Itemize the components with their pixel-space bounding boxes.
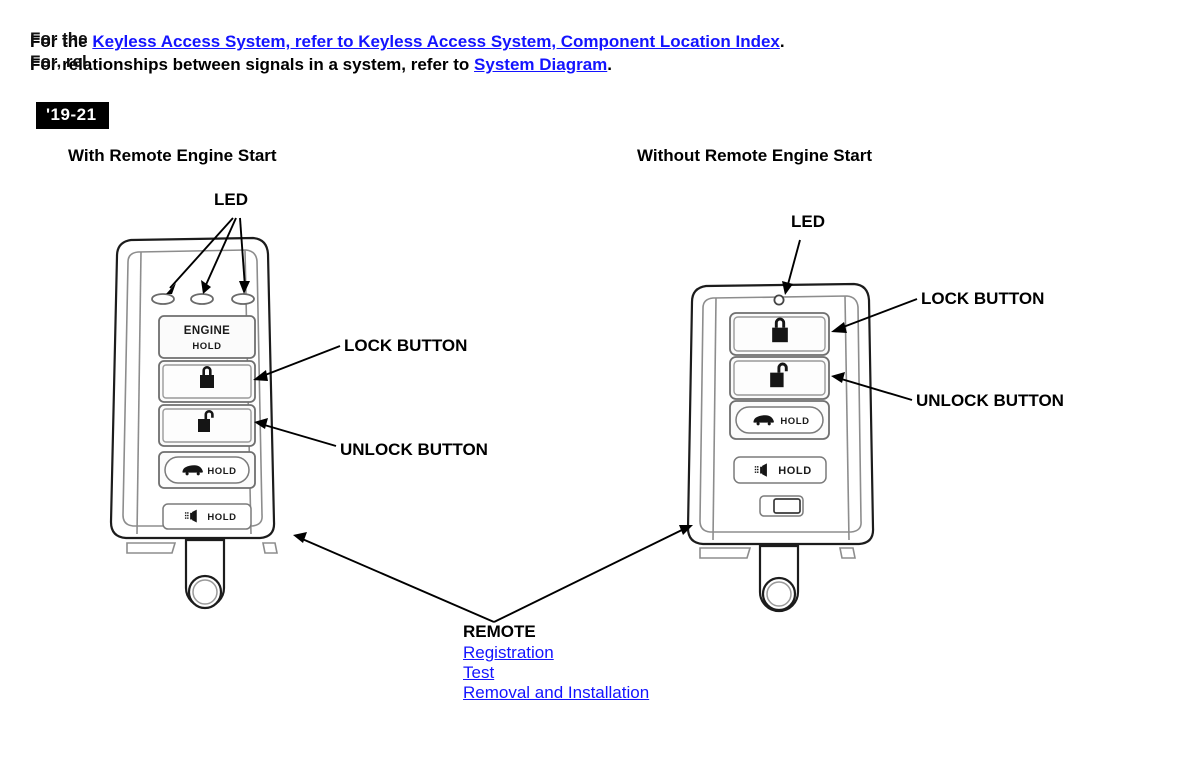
release-slider-icon xyxy=(773,498,801,514)
tailgate-button-label: HOLD xyxy=(207,466,236,477)
note-1-lead: For the xyxy=(30,32,88,51)
reference-notes: For the For the Keyless Access System, r… xyxy=(30,29,1160,76)
leader-lock-right xyxy=(831,298,918,333)
engine-button-label-line1: ENGINE xyxy=(184,325,231,337)
callout-led-left: LED xyxy=(214,190,248,209)
tailgate-button-right[interactable]: HOLD xyxy=(729,400,830,440)
callout-led-right: LED xyxy=(791,212,825,231)
fob-foot-right-2 xyxy=(839,547,856,559)
fob-foot-right-1 xyxy=(699,547,752,559)
fob-bevel-left xyxy=(122,249,263,527)
engine-button-label-line2: HOLD xyxy=(192,341,221,352)
tailgate-button-left[interactable]: HOLD xyxy=(158,451,256,489)
led-indicator-right xyxy=(773,294,785,306)
fob-seam-right-1 xyxy=(712,297,717,541)
panic-button-right[interactable]: HOLD xyxy=(733,456,827,484)
callout-unlock-left: UNLOCK BUTTON xyxy=(340,440,488,459)
lock-button-left[interactable] xyxy=(158,360,256,403)
led-indicators-left xyxy=(151,293,255,305)
note-1-period: . xyxy=(779,32,785,51)
fob-bevel-right xyxy=(699,295,862,533)
remote-link-block: REMOTE Registration Test Removal and Ins… xyxy=(463,622,649,703)
note-2-lead: For relationships between signals in a s… xyxy=(30,55,470,74)
leader-lines xyxy=(166,217,918,623)
fob-foot-left xyxy=(126,542,177,554)
heading-without-remote-engine-start: Without Remote Engine Start xyxy=(637,146,873,165)
panic-button-label: HOLD xyxy=(778,465,812,477)
leader-unlock-right xyxy=(831,372,913,401)
leader-unlock-left xyxy=(254,418,337,447)
key-fob-with-remote-engine-start: ENGINE HOLD HOLD xyxy=(109,236,278,610)
tailgate-button-label: HOLD xyxy=(780,416,809,427)
fob-seam-right-2 xyxy=(844,295,850,541)
leader-remote xyxy=(293,525,693,623)
engine-start-button[interactable]: ENGINE HOLD xyxy=(158,315,256,359)
keyring-tab-right xyxy=(758,544,800,613)
led-indicator-3 xyxy=(231,293,255,305)
led-indicator-1 xyxy=(151,293,175,305)
callout-lock-left: LOCK BUTTON xyxy=(344,336,468,355)
unlock-button-right[interactable] xyxy=(729,356,830,400)
keyring-tab-left xyxy=(184,538,226,610)
callout-lock-right: LOCK BUTTON xyxy=(921,289,1045,308)
key-fob-without-remote-engine-start: HOLD HOLD xyxy=(686,282,875,613)
fob-seam-left-1 xyxy=(136,251,142,535)
remote-removal-installation-link[interactable]: Removal and Installation xyxy=(463,683,650,702)
lock-button-right[interactable] xyxy=(729,312,830,356)
remote-test-link[interactable]: Test xyxy=(463,663,495,682)
heading-with-remote-engine-start: With Remote Engine Start xyxy=(68,146,277,165)
panic-button-label: HOLD xyxy=(207,512,236,523)
keyless-access-system-link[interactable]: Keyless Access System, refer to Keyless … xyxy=(92,32,780,51)
leader-lock-left xyxy=(253,345,341,381)
panic-button-left[interactable]: HOLD xyxy=(162,503,252,530)
fob-foot-right xyxy=(262,542,278,554)
key-release-button[interactable] xyxy=(759,495,804,517)
remote-title: REMOTE xyxy=(463,622,536,641)
note-2-period: . xyxy=(607,55,612,74)
unlock-button-left[interactable] xyxy=(158,404,256,447)
system-diagram-link[interactable]: System Diagram xyxy=(474,55,608,74)
callout-unlock-right: UNLOCK BUTTON xyxy=(916,391,1064,410)
leader-led-left xyxy=(166,217,250,294)
led-indicator-2 xyxy=(190,293,214,305)
leader-led-right xyxy=(782,239,801,295)
model-year-badge: '19-21 xyxy=(36,102,109,129)
remote-registration-link[interactable]: Registration xyxy=(463,643,554,662)
